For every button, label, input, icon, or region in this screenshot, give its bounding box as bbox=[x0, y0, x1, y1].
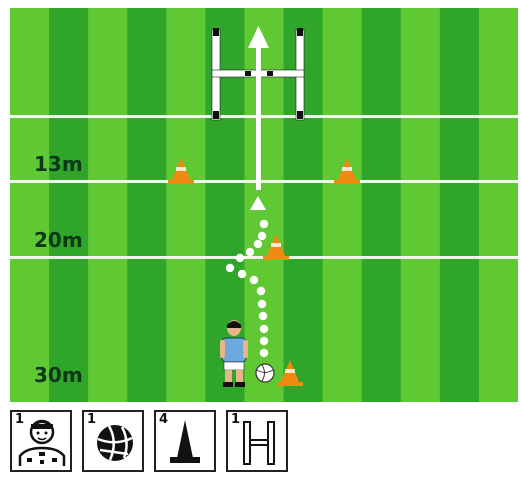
run-path-dot bbox=[260, 325, 268, 333]
label-30m: 30m bbox=[34, 363, 83, 387]
run-path-dot bbox=[260, 349, 268, 357]
try-line bbox=[10, 115, 518, 118]
run-path-dot bbox=[258, 232, 266, 240]
run-path-dot bbox=[250, 276, 258, 284]
run-path-dot bbox=[236, 254, 244, 262]
run-path-dot bbox=[259, 312, 267, 320]
ball bbox=[256, 364, 274, 382]
run-path-dot bbox=[246, 248, 254, 256]
grass-stripe bbox=[323, 8, 363, 402]
equipment-legend: 1 1 4 1 bbox=[10, 410, 288, 478]
run-path-dot bbox=[238, 270, 246, 278]
run-path-dot bbox=[254, 240, 262, 248]
label-13m: 13m bbox=[34, 152, 83, 176]
run-path-dot bbox=[257, 287, 265, 295]
grass-stripe bbox=[166, 8, 206, 402]
grass-stripe bbox=[127, 8, 167, 402]
run-path-dot bbox=[226, 264, 234, 272]
rugby-pitch-diagram: 13m 20m 30m bbox=[10, 8, 518, 402]
grass-stripe bbox=[10, 8, 50, 402]
run-path-dot bbox=[258, 300, 266, 308]
grass-stripe bbox=[440, 8, 480, 402]
ball-icon bbox=[84, 412, 142, 470]
legend-coach: 1 bbox=[10, 410, 72, 472]
goalpost-icon bbox=[228, 412, 286, 470]
grass-stripe bbox=[401, 8, 441, 402]
grass-stripe bbox=[49, 8, 89, 402]
label-20m: 20m bbox=[34, 228, 83, 252]
legend-goalposts: 1 bbox=[226, 410, 288, 472]
pitch: 13m 20m 30m bbox=[10, 8, 518, 402]
run-path-dot bbox=[260, 220, 268, 228]
legend-ball: 1 bbox=[82, 410, 144, 472]
grass-stripe bbox=[88, 8, 128, 402]
grass-stripe bbox=[479, 8, 518, 402]
legend-cones: 4 bbox=[154, 410, 216, 472]
line-13m bbox=[10, 180, 518, 183]
grass-stripe bbox=[362, 8, 402, 402]
cone-icon bbox=[156, 412, 214, 470]
coach-icon bbox=[12, 412, 70, 470]
run-path-dot bbox=[260, 337, 268, 345]
